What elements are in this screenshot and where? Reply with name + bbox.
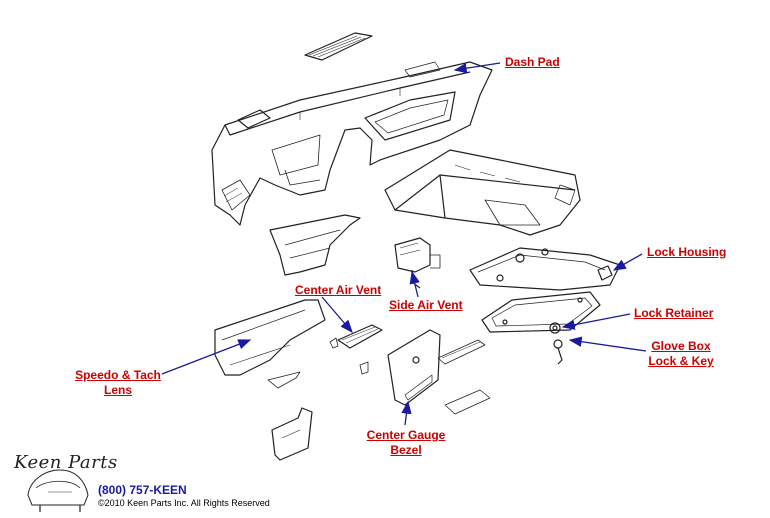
keen-parts-logo-text: Keen Parts: [14, 452, 118, 473]
defroster-grille-part: [304, 32, 373, 61]
lock-housing-part[interactable]: [597, 265, 613, 281]
label-center-air-vent[interactable]: Center Air Vent: [295, 283, 382, 297]
label-center-gauge-line1[interactable]: Center Gauge: [366, 428, 446, 442]
center-air-vent-arrow: [321, 296, 353, 333]
instrument-housing-part: [384, 149, 581, 236]
label-speedo-tach-line2[interactable]: Lens: [103, 383, 132, 397]
speedo-tach-lens-part[interactable]: [214, 299, 326, 389]
dash-pad-arrow: [453, 62, 501, 74]
side-bracket-part: [269, 214, 361, 276]
lower-bracket-part: [271, 407, 313, 461]
dash-pad-part[interactable]: [211, 61, 493, 226]
label-speedo-tach-line1[interactable]: Speedo & Tach: [75, 368, 161, 382]
label-glove-box-lock-line1[interactable]: Glove Box: [651, 339, 711, 353]
lock-and-key-part[interactable]: [553, 339, 563, 365]
copyright-text: ©2010 Keen Parts Inc. All Rights Reserve…: [98, 498, 270, 508]
phone-number: (800) 757-KEEN: [98, 483, 187, 497]
center-gauge-bezel-part[interactable]: [387, 329, 491, 415]
speedo-tach-lens-arrow: [161, 339, 252, 375]
corvette-logo-image: [27, 469, 89, 512]
label-lock-housing[interactable]: Lock Housing: [647, 245, 727, 259]
center-air-vent-part[interactable]: [329, 324, 383, 375]
lock-retainer-part[interactable]: [549, 322, 561, 334]
side-air-vent-arrow: [409, 270, 420, 298]
label-lock-retainer[interactable]: Lock Retainer: [634, 306, 714, 320]
side-air-vent-part[interactable]: [394, 237, 441, 289]
lock-housing-arrow: [612, 253, 643, 271]
leader-arrows: [161, 62, 647, 426]
label-side-air-vent[interactable]: Side Air Vent: [389, 298, 463, 312]
label-glove-box-lock-line2[interactable]: Lock & Key: [648, 354, 714, 368]
glove-box-door-part[interactable]: [469, 247, 621, 333]
lock-retainer-arrow: [561, 313, 631, 330]
label-dash-pad[interactable]: Dash Pad: [505, 55, 560, 69]
center-gauge-bezel-arrow: [401, 400, 412, 426]
label-center-gauge-line2[interactable]: Bezel: [390, 443, 422, 457]
lock-and-key-arrow: [568, 336, 647, 352]
